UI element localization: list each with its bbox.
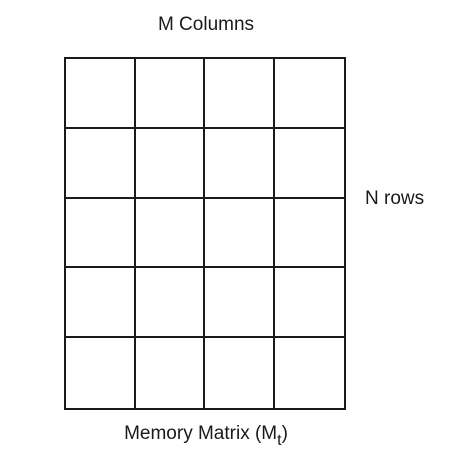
matrix-caption-main: Memory Matrix (M bbox=[124, 423, 278, 444]
matrix-cell-r4-c4 bbox=[274, 268, 344, 339]
matrix-grid bbox=[64, 57, 346, 410]
matrix-caption-subscript: t bbox=[277, 432, 282, 449]
matrix-cell-r2-c4 bbox=[274, 129, 344, 199]
matrix-cell-r3-c1 bbox=[66, 198, 136, 269]
matrix-cell-r5-c4 bbox=[275, 338, 345, 408]
matrix-cell-r3-c4 bbox=[274, 199, 344, 269]
matrix-cell-r3-c2 bbox=[135, 198, 205, 269]
rows-label: N rows bbox=[365, 188, 425, 209]
matrix-cell-r4-c2 bbox=[135, 268, 205, 339]
matrix-caption: Memory Matrix (Mt) bbox=[0, 422, 412, 449]
matrix-cell-r2-c3 bbox=[205, 128, 275, 199]
matrix-cell-r2-c2 bbox=[135, 128, 205, 199]
matrix-cell-r2-c1 bbox=[66, 128, 136, 199]
matrix-cell-r3-c3 bbox=[205, 198, 275, 269]
matrix-cell-r4-c1 bbox=[66, 268, 136, 339]
matrix-cell-r5-c1 bbox=[66, 338, 136, 408]
matrix-cell-r1-c2 bbox=[135, 59, 205, 129]
matrix-cell-r1-c3 bbox=[205, 59, 275, 129]
matrix-cell-r1-c1 bbox=[66, 59, 136, 129]
matrix-cell-r4-c3 bbox=[205, 268, 275, 339]
matrix-caption-close: ) bbox=[281, 423, 288, 444]
matrix-cell-r5-c2 bbox=[136, 338, 205, 408]
matrix-cell-r5-c3 bbox=[205, 338, 275, 408]
matrix-cell-r1-c4 bbox=[274, 59, 344, 129]
columns-label: M Columns bbox=[157, 14, 255, 35]
